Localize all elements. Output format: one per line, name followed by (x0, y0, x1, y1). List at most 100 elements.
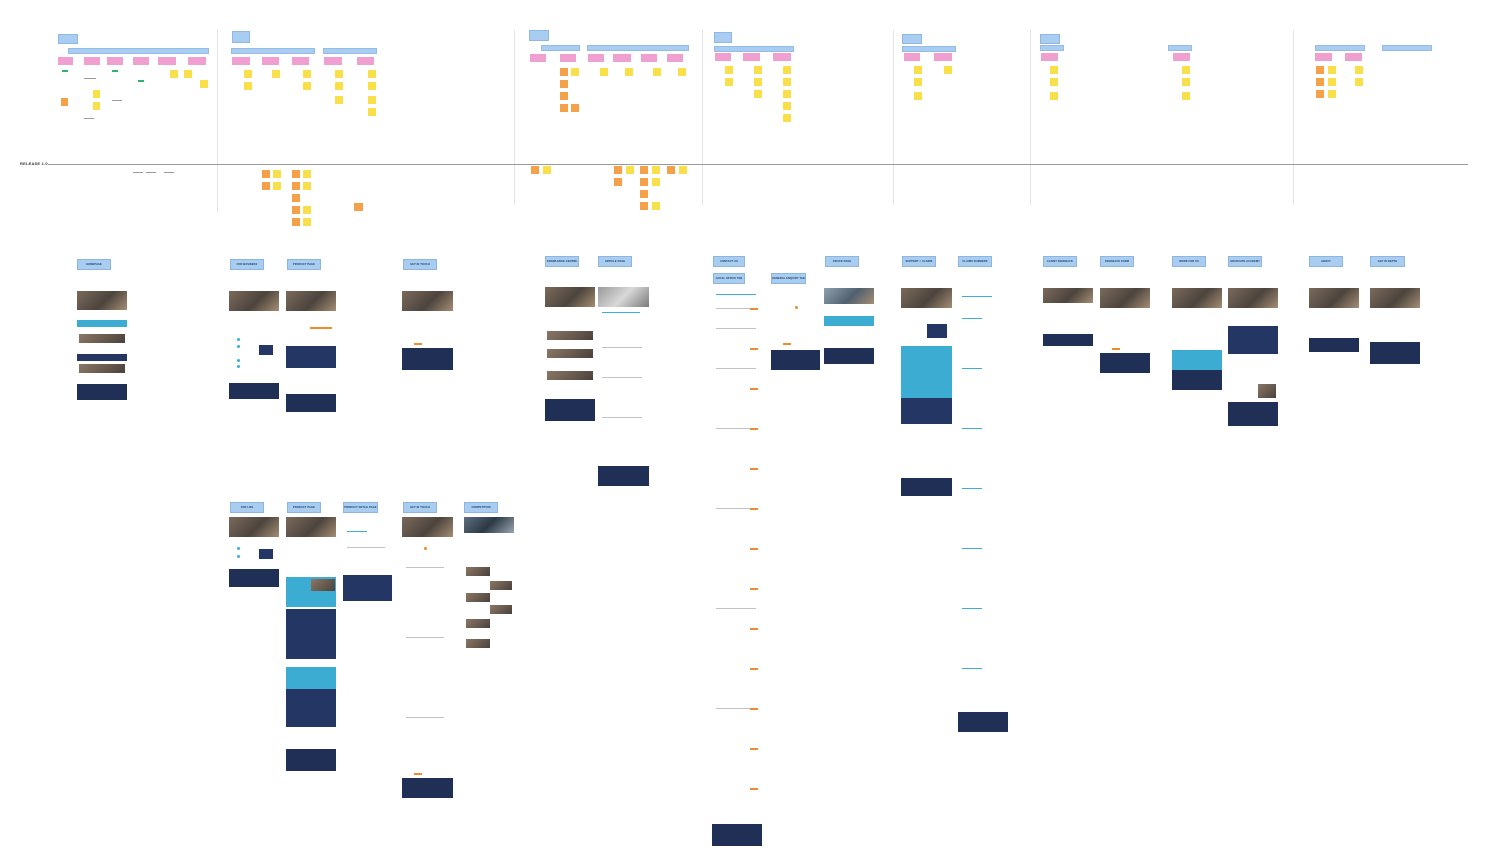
story-sticky (1173, 53, 1190, 61)
story-sticky (667, 54, 683, 62)
task-sticky (640, 202, 648, 210)
epic-card (714, 32, 732, 43)
note-text (112, 100, 122, 101)
page-label-product-page: PRODUCT PAGE (287, 259, 321, 270)
page-label-office-page: OFFICE PAGE (825, 256, 859, 267)
task-sticky (1316, 66, 1324, 74)
task-sticky (272, 70, 280, 78)
epic-card (529, 30, 549, 41)
task-sticky (273, 170, 281, 178)
task-sticky (262, 170, 270, 178)
task-sticky (244, 82, 252, 90)
story-sticky (613, 54, 631, 62)
task-sticky (1050, 66, 1058, 74)
task-sticky (262, 182, 270, 190)
story-sticky (743, 53, 760, 61)
activity-bar (231, 48, 315, 54)
task-sticky (652, 202, 660, 210)
task-sticky (1328, 90, 1336, 98)
activity-bar (1040, 45, 1064, 51)
task-sticky (531, 166, 539, 174)
note-text (133, 172, 143, 173)
page-mockup-product-page (286, 291, 336, 412)
task-sticky (1182, 66, 1190, 74)
task-sticky (292, 170, 300, 178)
tag-sticky (138, 80, 144, 82)
activity-bar (68, 48, 209, 54)
page-label-local-office-tab: LOCAL OFFICE TAB (713, 273, 745, 284)
story-sticky (232, 57, 250, 65)
task-sticky (783, 90, 791, 98)
task-sticky (1316, 78, 1324, 86)
task-sticky (560, 68, 568, 76)
story-sticky (588, 54, 604, 62)
task-sticky (1355, 66, 1363, 74)
task-sticky (292, 218, 300, 226)
task-sticky (244, 70, 252, 78)
activity-bar (714, 46, 794, 52)
page-mockup-product-detail (343, 517, 392, 601)
task-sticky (368, 108, 376, 116)
page-mockup-client-feedback (1043, 288, 1093, 346)
column-divider (893, 30, 894, 205)
task-sticky (914, 66, 922, 74)
task-sticky (725, 66, 733, 74)
page-label-client-feedback: CLIENT FEEDBACK (1043, 256, 1077, 267)
page-label-claims-numbers: CLAIMS NUMBERS (958, 256, 992, 267)
activity-bar (541, 45, 580, 51)
task-sticky (614, 166, 622, 174)
story-sticky (1345, 53, 1362, 61)
note-text (84, 118, 94, 119)
page-mockup-about (1309, 288, 1359, 352)
task-sticky (354, 203, 363, 211)
page-label-general-enquiry-tab: GENERAL ENQUIRY TAB (771, 273, 806, 284)
page-label-aby-in-depth: ABY IN DEPTH (1370, 256, 1405, 267)
task-sticky (600, 68, 608, 76)
task-sticky (560, 104, 568, 112)
story-sticky (904, 53, 920, 61)
page-mockup-life-product-page (286, 517, 336, 771)
story-sticky (292, 57, 309, 65)
page-mockup-office-page (824, 288, 874, 364)
task-sticky (914, 78, 922, 86)
task-sticky (292, 194, 300, 202)
task-sticky (335, 70, 343, 78)
release-divider (48, 164, 1468, 165)
task-sticky (335, 96, 343, 104)
story-sticky (133, 57, 149, 65)
page-mockup-life-get-in-touch (402, 517, 453, 798)
task-sticky (368, 82, 376, 90)
task-sticky (783, 66, 791, 74)
task-sticky (944, 66, 952, 74)
column-divider (702, 30, 703, 205)
task-sticky (93, 90, 100, 98)
page-label-product-detail-page: PRODUCT DETAIL PAGE (343, 502, 378, 513)
story-sticky (773, 53, 791, 61)
column-divider (514, 30, 515, 205)
page-mockup-article-page (598, 287, 649, 486)
task-sticky (1328, 66, 1336, 74)
task-sticky (93, 102, 100, 110)
task-sticky (303, 182, 311, 190)
task-sticky (571, 104, 579, 112)
task-sticky (368, 96, 376, 104)
task-sticky (273, 182, 281, 190)
column-divider (1030, 30, 1031, 205)
task-sticky (640, 190, 648, 198)
task-sticky (1316, 90, 1324, 98)
task-sticky (368, 70, 376, 78)
task-sticky (303, 218, 311, 226)
task-sticky (335, 82, 343, 90)
page-mockup-feedback-form (1100, 288, 1150, 373)
task-sticky (303, 170, 311, 178)
page-mockup-general-enquiry (771, 288, 820, 370)
story-sticky (158, 57, 176, 65)
page-label-article-page: ARTICLE PAGE (598, 256, 632, 267)
column-divider (1293, 30, 1294, 205)
story-sticky (262, 57, 279, 65)
task-sticky (61, 98, 68, 106)
story-sticky (934, 53, 952, 61)
story-sticky (641, 54, 657, 62)
epic-card (232, 31, 250, 43)
